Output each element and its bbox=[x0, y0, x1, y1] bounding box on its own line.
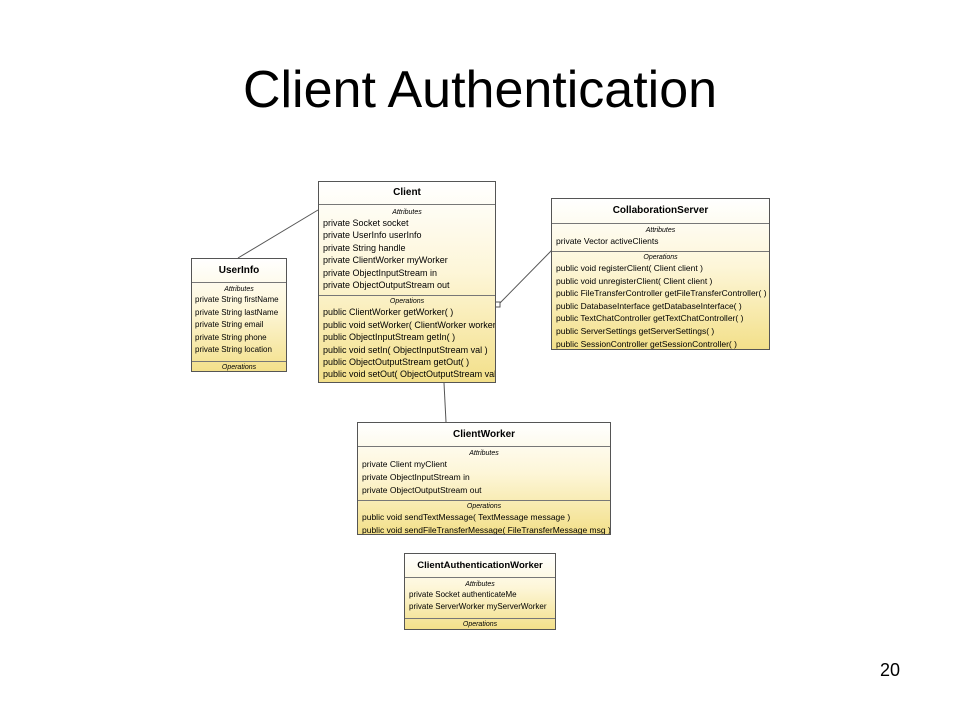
attributes-list: private Socket socket private UserInfo u… bbox=[319, 217, 495, 291]
attributes-list: private Socket authenticateMe private Se… bbox=[405, 589, 555, 614]
operations-list: public ClientWorker getWorker( ) public … bbox=[319, 306, 495, 380]
page-number: 20 bbox=[879, 660, 900, 680]
attribute: private ObjectOutputStream out bbox=[362, 484, 482, 495]
attribute: private Socket authenticateMe bbox=[409, 590, 517, 599]
attributes-label: Attributes bbox=[469, 450, 499, 457]
operation: public void registerClient( Client clien… bbox=[556, 263, 703, 273]
operations-list: public void registerClient( Client clien… bbox=[552, 262, 769, 349]
operations-label: Operations bbox=[643, 254, 678, 261]
class-name: CollaborationServer bbox=[552, 199, 769, 224]
attribute: private ServerWorker myServerWorker bbox=[409, 602, 547, 612]
attribute: private String phone bbox=[195, 332, 267, 342]
operation: public void setWorker( ClientWorker work… bbox=[323, 319, 496, 330]
operation: public SessionController getSessionContr… bbox=[556, 338, 737, 349]
association-client-userinfo bbox=[237, 209, 319, 259]
attribute: private String location bbox=[195, 345, 272, 355]
operation: public TextChatController getTextChatCon… bbox=[556, 313, 744, 324]
operation: public FileTransferController getFileTra… bbox=[556, 288, 767, 299]
client-worker-class: ClientWorker Attributes private Client m… bbox=[357, 422, 611, 535]
section-divider bbox=[358, 500, 610, 502]
operation: public void setOut( ObjectOutputStream v… bbox=[323, 369, 496, 380]
collaboration-server-class: CollaborationServer Attributes private V… bbox=[551, 198, 770, 350]
operation: public ObjectOutputStream getOut( ) bbox=[323, 357, 470, 368]
client-class: Client Attributes private Socket socket … bbox=[318, 181, 496, 383]
association-client-server bbox=[497, 249, 553, 306]
attributes-label: Attributes bbox=[224, 286, 254, 293]
client-authentication-worker-class: ClientAuthenticationWorker Attributes pr… bbox=[404, 553, 556, 630]
operation: public ObjectInputStream getIn( ) bbox=[323, 332, 456, 343]
operations-label: Operations bbox=[389, 298, 425, 306]
slide-title: Client Authentication bbox=[242, 61, 718, 119]
attributes-label: Attributes bbox=[392, 209, 422, 216]
class-name: ClientAuthenticationWorker bbox=[405, 554, 555, 578]
attribute: private String lastName bbox=[195, 307, 279, 317]
attribute: private ObjectInputStream in bbox=[323, 267, 438, 278]
attribute: private Socket socket bbox=[323, 218, 409, 228]
class-name: ClientWorker bbox=[358, 423, 610, 447]
operations-label: Operations bbox=[462, 620, 498, 628]
operations-label: Operations bbox=[466, 503, 502, 511]
class-name: Client bbox=[319, 182, 495, 205]
attributes-label: Attributes bbox=[465, 581, 495, 588]
attribute: private Client myClient bbox=[362, 459, 448, 469]
section-divider bbox=[319, 295, 495, 297]
operation: public void sendTextMessage( TextMessage… bbox=[362, 512, 571, 523]
attribute: private Vector activeClients bbox=[556, 236, 659, 246]
operation: public ClientWorker getWorker( ) bbox=[323, 307, 454, 318]
attribute: private ObjectInputStream in bbox=[362, 471, 470, 482]
section-divider bbox=[405, 617, 555, 619]
userinfo-class: UserInfo Attributes private String first… bbox=[191, 258, 287, 372]
operation: public DatabaseInterface getDatabaseInte… bbox=[556, 300, 742, 311]
operations-list: public void sendTextMessage( TextMessage… bbox=[358, 511, 611, 535]
operation: public void sendFileTransferMessage( Fil… bbox=[362, 524, 611, 535]
attributes-list: private Vector activeClients bbox=[552, 235, 769, 247]
attribute: private String email bbox=[195, 320, 264, 330]
attribute: private ClientWorker myWorker bbox=[323, 255, 448, 266]
operations-label: Operations bbox=[221, 363, 257, 371]
association-client-clientworker bbox=[443, 382, 447, 423]
attribute: private UserInfo userInfo bbox=[323, 230, 422, 241]
section-divider bbox=[552, 251, 769, 252]
attributes-list: private Client myClient private ObjectIn… bbox=[358, 458, 610, 496]
operation: public ServerSettings getServerSettings(… bbox=[556, 325, 715, 336]
operation: public void setIn( ObjectInputStream val… bbox=[323, 344, 488, 355]
attributes-list: private String firstName private String … bbox=[192, 294, 286, 357]
attributes-label: Attributes bbox=[645, 227, 676, 234]
class-name: UserInfo bbox=[192, 259, 286, 283]
attribute: private ObjectOutputStream out bbox=[323, 280, 450, 291]
section-divider bbox=[192, 360, 286, 362]
attribute: private String handle bbox=[323, 242, 406, 253]
attribute: private String firstName bbox=[195, 295, 279, 304]
operation: public void unregisterClient( Client cli… bbox=[556, 275, 713, 286]
